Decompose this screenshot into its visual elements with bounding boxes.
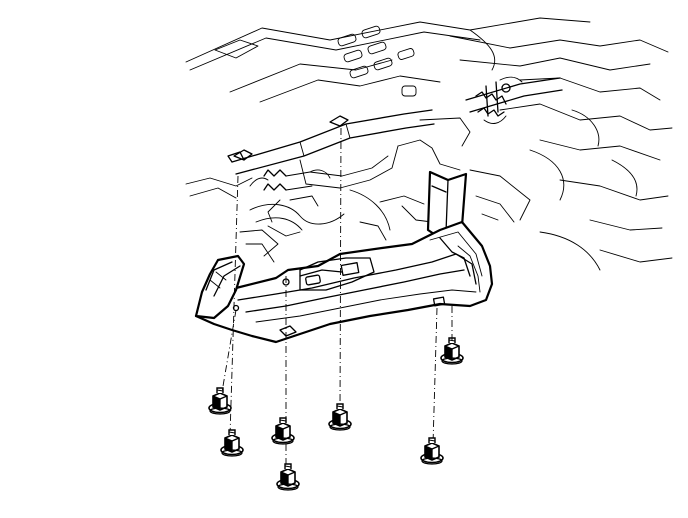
fastener-6: [440, 337, 464, 365]
center-line-4: [432, 307, 438, 445]
fastener-7: [420, 437, 444, 465]
center-line-3: [339, 127, 342, 411]
center-line-1: [229, 175, 239, 437]
skid-plate: [194, 170, 494, 344]
fastener-8: [209, 388, 231, 414]
underbody-frame: [185, 17, 673, 271]
fastener-3: [271, 417, 295, 445]
fastener-5: [328, 403, 352, 431]
fastener-2: [220, 429, 244, 457]
fastener-4: [276, 463, 300, 491]
fastener-center-lines: [229, 127, 438, 470]
